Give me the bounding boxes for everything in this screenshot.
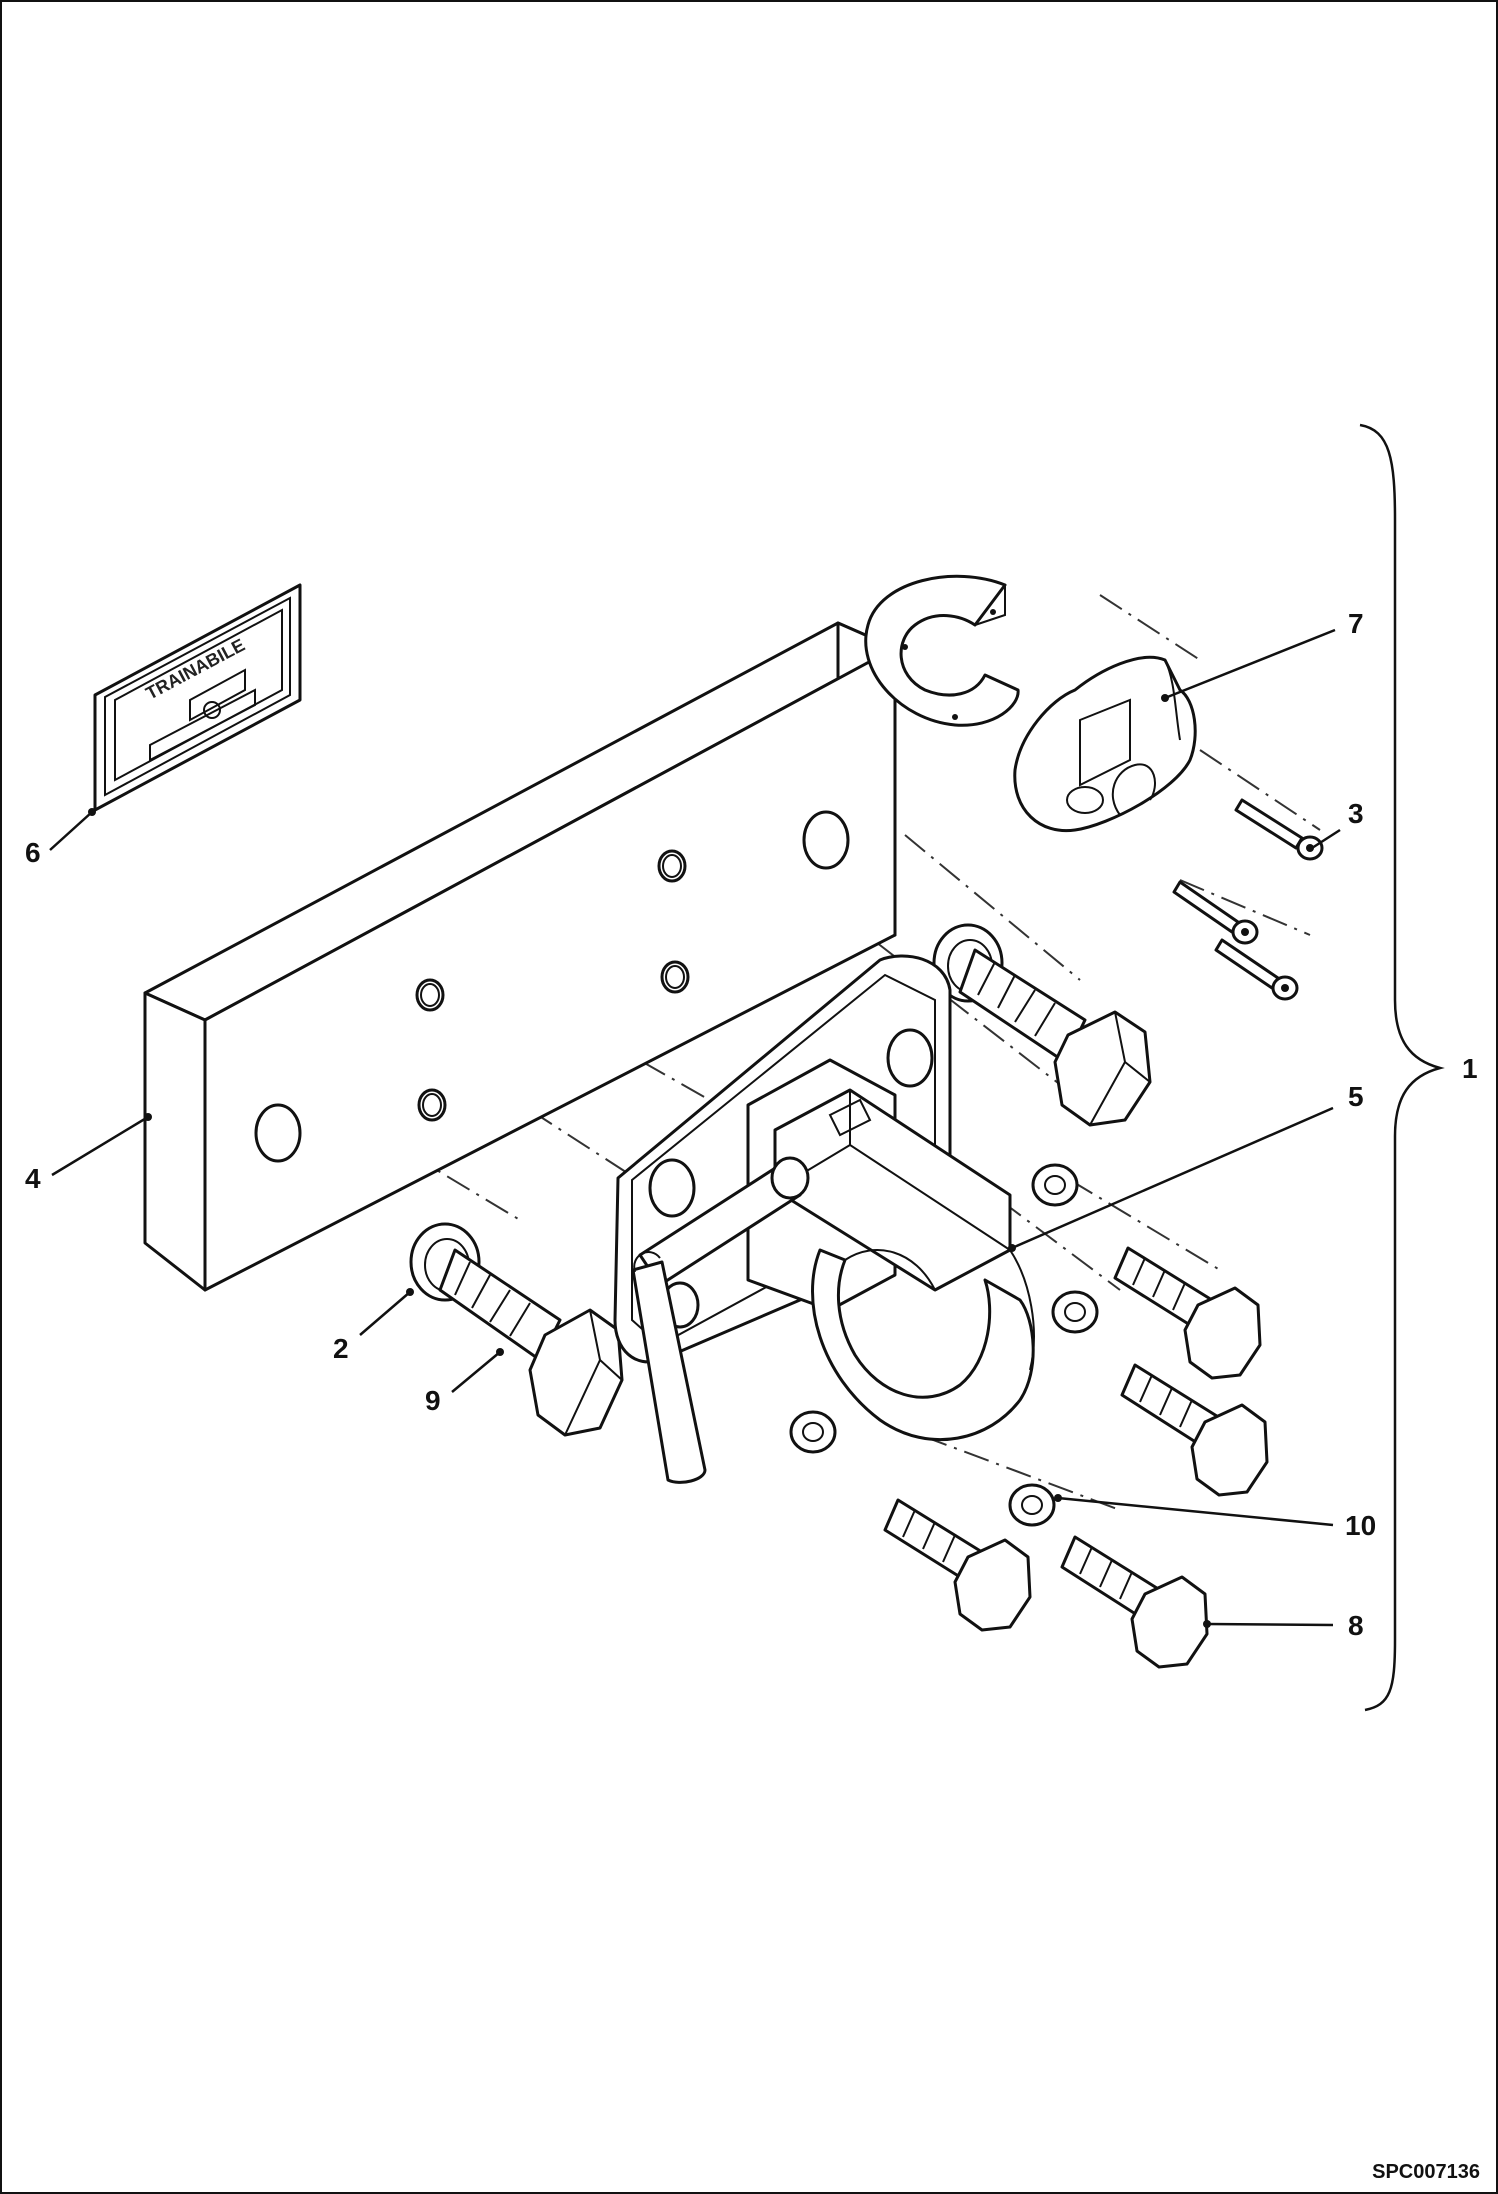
callout-labels: 1 2 3 4 5 6 7 8 9 10 [25,608,1478,1641]
callout-6: 6 [25,837,41,868]
identification-plate: TRAINABILE [93,583,302,812]
assembly-brace [1359,423,1445,1712]
callout-4: 4 [25,1163,41,1194]
towing-coupling [613,954,1035,1484]
leader-lines [49,628,1341,1628]
bolt-with-washer-left [409,1222,624,1437]
callout-9: 9 [425,1385,441,1416]
callout-1: 1 [1462,1053,1478,1084]
hex-bolts [883,1246,1269,1669]
jaw-block [1013,655,1197,833]
callout-8: 8 [1348,1610,1364,1641]
callout-3: 3 [1348,798,1364,829]
callout-2: 2 [333,1333,349,1364]
callout-5: 5 [1348,1081,1364,1112]
cap-screws [1172,798,1324,1001]
drawing-id-label: SPC007136 [1372,2161,1480,2183]
callout-10: 10 [1345,1510,1376,1541]
bolt-with-washer-right [932,923,1152,1127]
lock-washers [789,1163,1099,1527]
retaining-ring [864,574,1020,727]
callout-7: 7 [1348,608,1364,639]
